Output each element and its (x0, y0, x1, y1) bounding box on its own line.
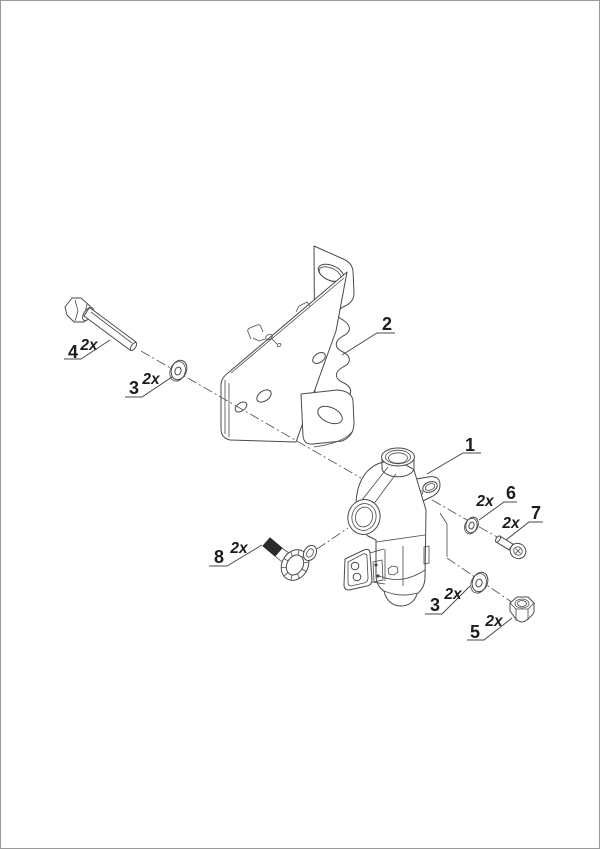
callout-4-qty: 2x (79, 337, 99, 354)
callout-4: 4 2x (64, 337, 111, 362)
assembly-axis-tag (316, 527, 349, 550)
callout-2-number: 2 (382, 314, 392, 334)
extension-line (439, 512, 448, 557)
callout-3-upper-qty: 2x (141, 371, 161, 388)
callout-7-number: 7 (531, 503, 541, 523)
callout-7: 7 2x (501, 503, 543, 541)
callout-3-lower-qty: 2x (443, 586, 463, 603)
callout-1-number: 1 (465, 435, 475, 455)
callout-7-qty: 2x (501, 515, 521, 532)
callout-3-lower: 3 2x (425, 585, 471, 615)
callout-8-number: 8 (214, 547, 224, 567)
part-washer-lower (470, 571, 489, 594)
callout-6: 6 2x (475, 483, 517, 521)
part-seal-ring-tag (262, 537, 318, 581)
callout-3-upper: 3 2x (125, 371, 173, 398)
callout-5-qty: 2x (484, 613, 504, 630)
callout-3-lower-number: 3 (430, 595, 440, 615)
part-hex-nut (509, 596, 535, 623)
callout-8: 8 2x (209, 540, 263, 567)
callout-3-upper-number: 3 (129, 378, 139, 398)
part-valve-assembly (343, 447, 441, 607)
assembly-axis-screw (431, 499, 498, 538)
callout-4-number: 4 (68, 342, 78, 362)
callout-5-number: 5 (470, 622, 480, 642)
part-pan-head-screw (494, 535, 527, 560)
part-small-washer (464, 516, 479, 535)
callout-8-qty: 2x (229, 540, 249, 557)
callout-2: 2 (341, 314, 395, 356)
callout-6-qty: 2x (475, 493, 495, 510)
callout-6-number: 6 (506, 483, 516, 503)
callout-1: 1 (426, 435, 481, 475)
part-washer-upper (169, 359, 188, 382)
part-hex-bolt (64, 297, 138, 351)
callout-5: 5 2x (467, 613, 513, 642)
part-mounting-bracket (220, 245, 355, 448)
